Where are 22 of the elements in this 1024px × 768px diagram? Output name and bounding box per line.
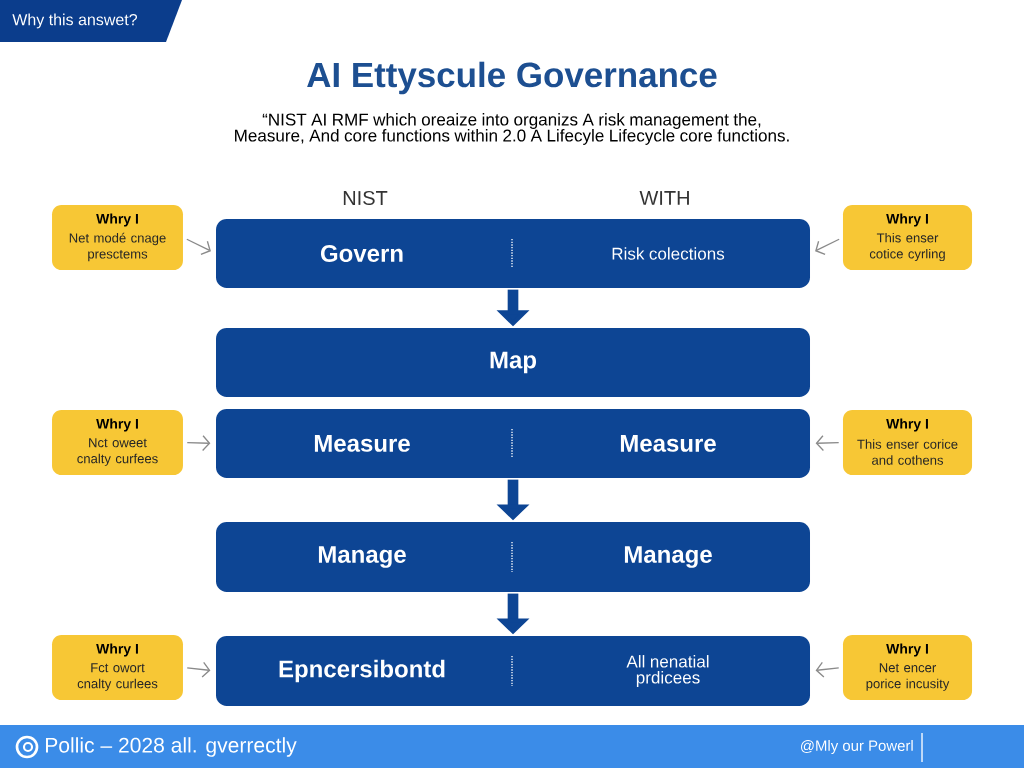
- process-bar: Manage Manage: [216, 522, 810, 592]
- footer-text: Pollic – 2028 all. gverrectly: [46, 737, 297, 757]
- note-box: Whry I This enser corice and cothens: [843, 409, 973, 476]
- arrow: [815, 435, 840, 452]
- note-box: Whry I Fct owort cnalty curlees: [52, 634, 183, 701]
- process-bar: Map: [216, 327, 810, 398]
- arrow: [186, 661, 211, 678]
- note-box: Whry I This enser cotice cyrling: [843, 204, 973, 271]
- tab-badge: Why this answet?: [0, 0, 182, 42]
- arrow: [815, 238, 840, 256]
- arrow: [186, 435, 211, 452]
- process-bar: Govern Risk colections: [216, 218, 810, 289]
- title: AI Ettyscule Governance: [307, 61, 717, 95]
- note-box: Whry I Net modé cnage presctems: [52, 204, 183, 271]
- arrow: [186, 238, 211, 256]
- arrow: [815, 661, 840, 678]
- note-box: Whry I Net encer porice incusity: [843, 634, 973, 701]
- note-box: Whry I Nct oweet cnalty curfees: [52, 409, 183, 476]
- process-bar: Epncersibontd All nenatial prdicees: [216, 636, 810, 706]
- footer-text: @Mly our Powerl: [801, 740, 913, 754]
- process-bar: Measure Measure: [216, 408, 810, 479]
- subtitle: “NIST AI RMF which oreaize into organizs A risk management the, Measure, And core functions within 2.0 A Lifecyle Lifecycle core functions.: [235, 113, 789, 145]
